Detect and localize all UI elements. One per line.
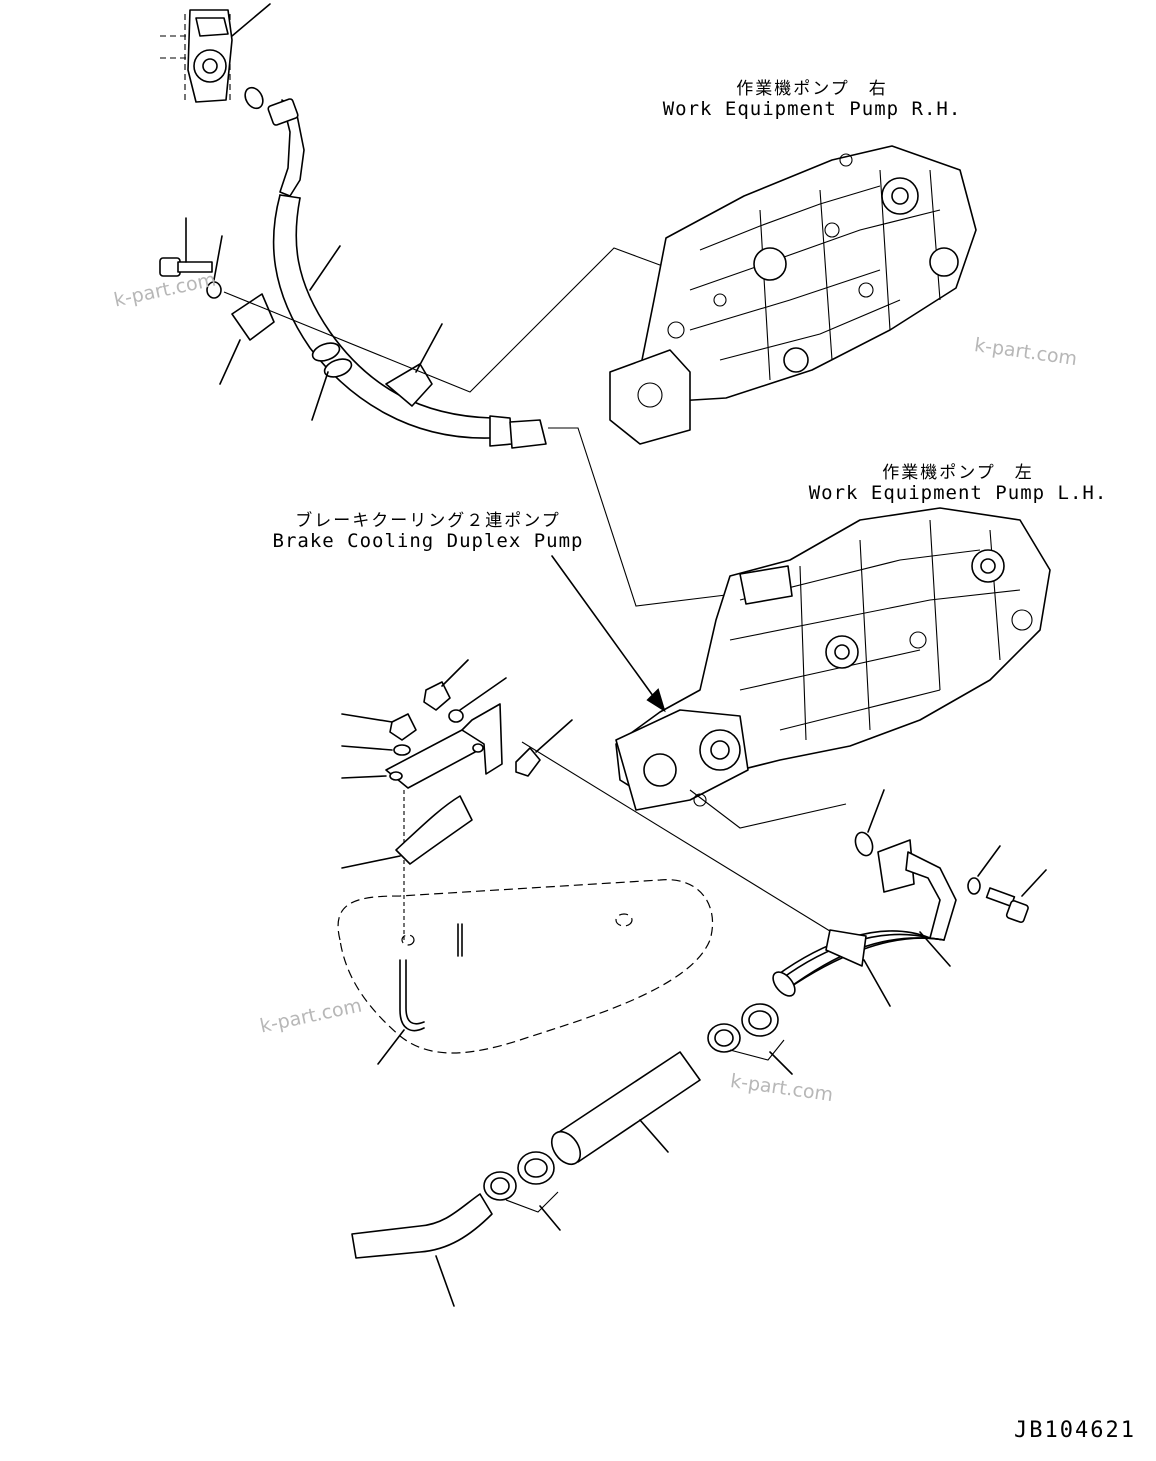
curved-hose-bottom [351, 1193, 493, 1307]
upper-hose [267, 98, 547, 449]
leader-pipe [521, 741, 839, 937]
hose-clamp-upper [311, 342, 353, 421]
clamp-half-left [231, 293, 275, 341]
hose-clamp-pair-upper [707, 1003, 793, 1075]
tank-outline [337, 879, 714, 1054]
top-fitting [160, 3, 271, 103]
hose-clamp-pair-lower [483, 1151, 561, 1231]
elbow-pipe [772, 839, 957, 1007]
brake-pump-label-en: Brake Cooling Duplex Pump [272, 530, 584, 552]
pump-lh-label-en: Work Equipment Pump L.H. [808, 482, 1108, 504]
spacer-pad [395, 795, 473, 865]
drawing-code: JB104621 [1014, 1418, 1136, 1443]
pump-rh-label-en: Work Equipment Pump R.H. [662, 98, 962, 120]
clamp-half-right [385, 363, 433, 407]
pump-lh-label-jp: 作業機ポンプ 左 [882, 463, 1034, 483]
brake-pump-label-jp: ブレーキクーリング２連ポンプ [295, 511, 561, 531]
pump-rh-label-jp: 作業機ポンプ 右 [736, 79, 888, 99]
leader-lower [689, 789, 847, 829]
mounting-bracket [341, 659, 573, 940]
arrow-brake-pump [551, 555, 666, 713]
pump-rh [609, 145, 977, 445]
u-bolt [377, 923, 463, 1065]
rubber-hose-lower [550, 1051, 701, 1166]
o-ring-lower [854, 831, 874, 857]
o-ring-top [244, 86, 264, 110]
pump-lh [615, 507, 1051, 811]
bolt-right [967, 845, 1047, 924]
leader-upper [223, 247, 669, 393]
bolt-left [159, 217, 223, 299]
leader-middle [548, 427, 735, 607]
